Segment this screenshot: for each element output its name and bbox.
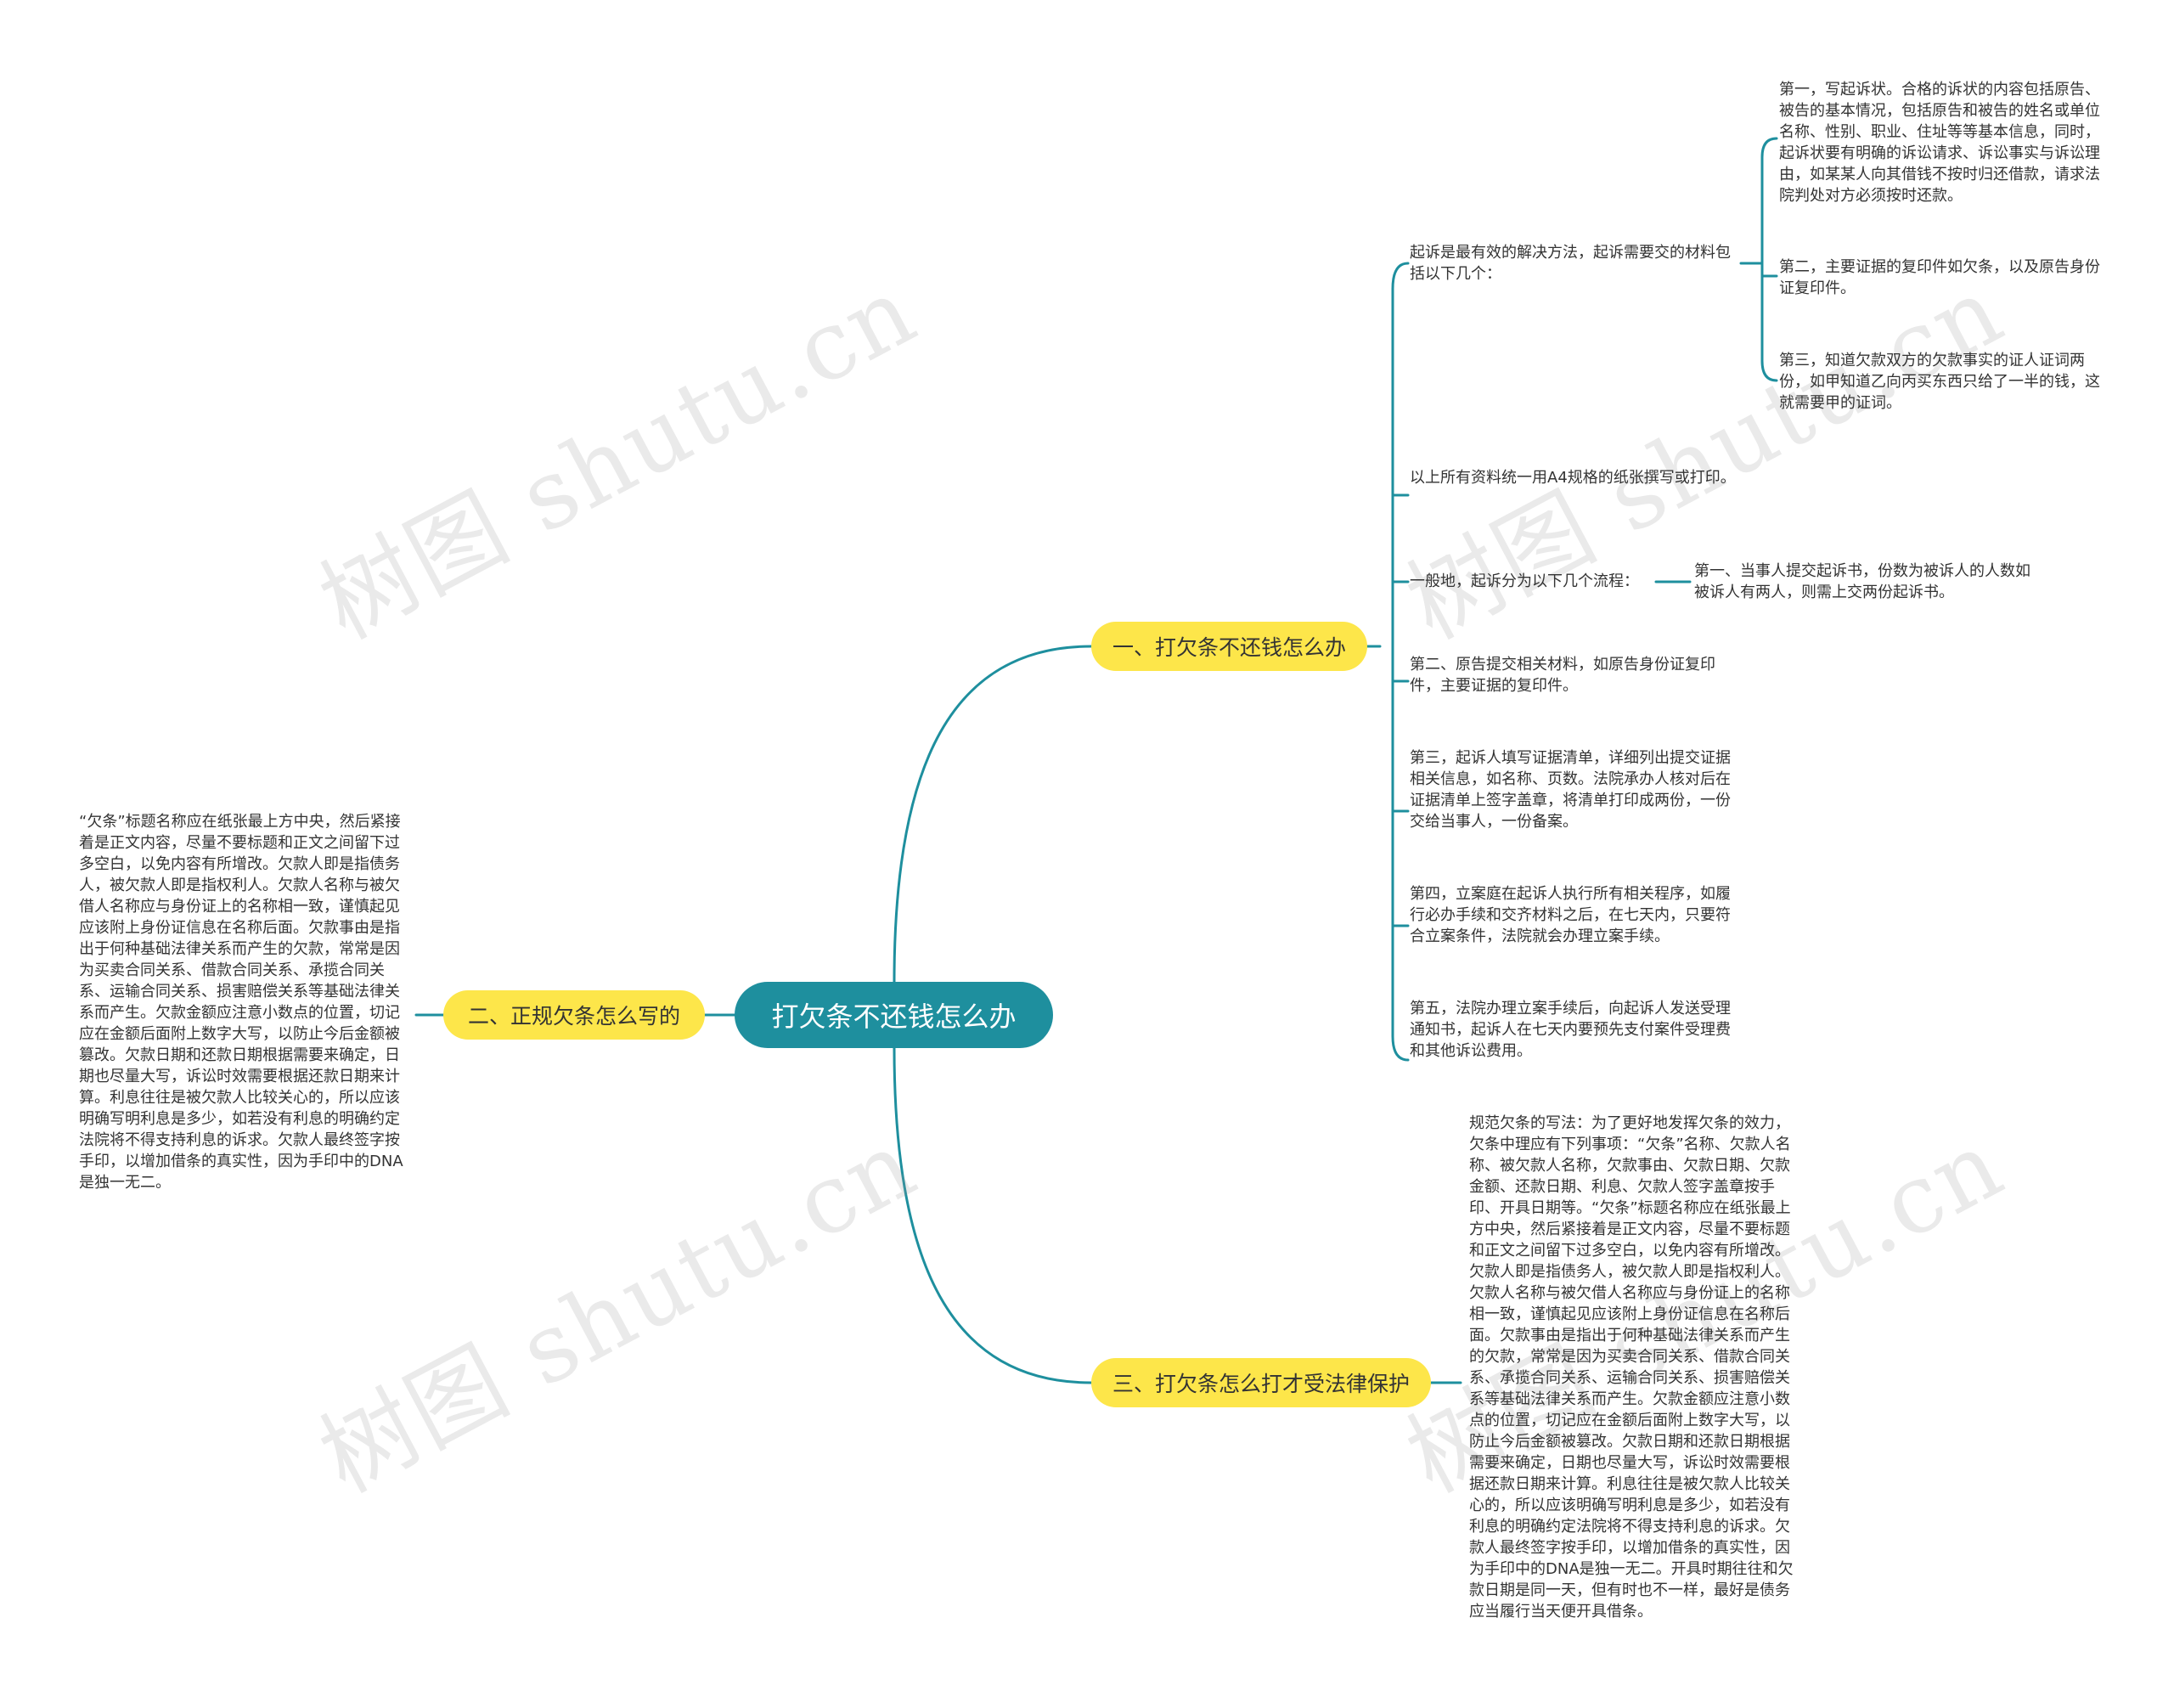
branch-1-item-3: 一般地，起诉分为以下几个流程： [1410, 572, 1639, 590]
branch-2-item-1: “欠条”标题名称应在纸张最上方中央，然后紧接着是正文内容，尽量不要标题和正文之间… [79, 813, 403, 1192]
branch-1-topic[interactable]: 一、打欠条不还钱怎么办 [1091, 622, 1367, 671]
connector-branch-1-ticks [1391, 493, 1410, 927]
connector-root-to-branch-3 [893, 1046, 1093, 1384]
branch-1-item-1-sub-2: 第二，主要证据的复印件如欠条，以及原告身份证复印件。 [1779, 258, 2100, 297]
branch-1-item-7: 第五，法院办理立案手续后，向起诉人发送受理通知书，起诉人在七天内要预先支付案件受… [1410, 1000, 1731, 1060]
connector-root-to-branch-1 [893, 645, 1093, 984]
root-topic[interactable]: 打欠条不还钱怎么办 [735, 982, 1053, 1048]
branch-1-item-2: 以上所有资料统一用A4规格的纸张撰写或打印。 [1410, 469, 1736, 487]
branch-1-item-4: 第二、原告提交相关材料，如原告身份证复印件，主要证据的复印件。 [1410, 656, 1715, 695]
branch-3-topic[interactable]: 三、打欠条怎么打才受法律保护 [1091, 1358, 1431, 1407]
branch-1-item-5: 第三，起诉人填写证据清单，详细列出提交证据相关信息，如名称、页数。法院承办人核对… [1410, 749, 1731, 831]
branch-1-item-1-sub-3: 第三，知道欠款双方的欠款事实的证人证词两份，如甲知道乙向丙买东西只给了一半的钱，… [1779, 352, 2100, 412]
branch-2-topic[interactable]: 二、正规欠条怎么写的 [443, 990, 705, 1040]
branch-1-item-1-sub-1: 第一，写起诉状。合格的诉状的内容包括原告、被告的基本情况，包括原告和被告的姓名或… [1779, 81, 2100, 205]
branch-3-item-1: 规范欠条的写法：为了更好地发挥欠条的效力，欠条中理应有下列事项：“欠条”名称、欠… [1469, 1114, 1794, 1621]
connector-item-1-bracket [1739, 137, 1778, 382]
branch-1-item-6: 第四，立案庭在起诉人执行所有相关程序，如履行必办手续和交齐材料之后，在七天内，只… [1410, 885, 1731, 945]
branch-1-item-3-sub-1: 第一、当事人提交起诉书，份数为被诉人的人数如被诉人有两人，则需上交两份起诉书。 [1694, 562, 2030, 601]
connector-branch-1-bracket [1366, 262, 1410, 1062]
branch-1-item-1: 起诉是最有效的解决方法，起诉需要交的材料包括以下几个： [1410, 244, 1731, 283]
